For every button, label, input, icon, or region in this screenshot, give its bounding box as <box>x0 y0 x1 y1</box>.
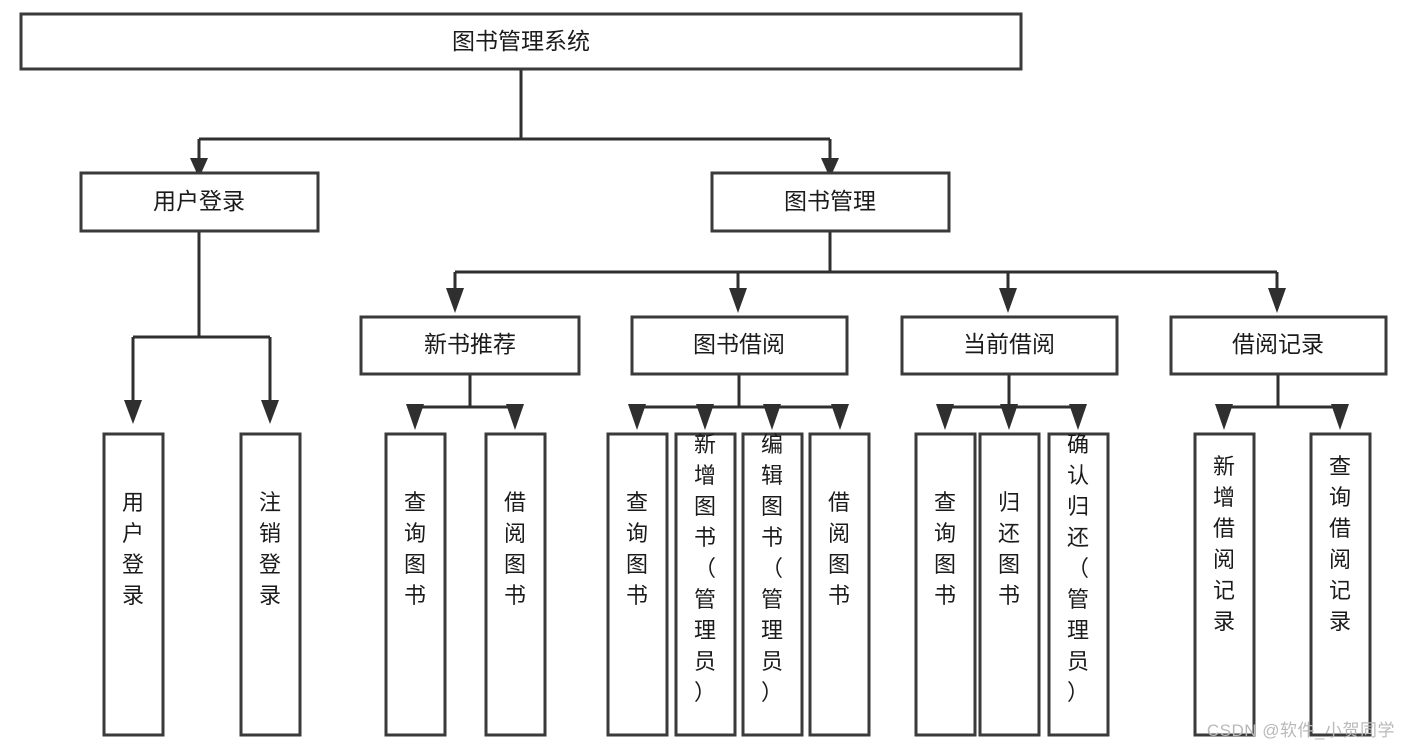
node-user-login-box[interactable] <box>79 171 320 233</box>
leaf-user-login-box[interactable] <box>102 432 165 737</box>
arrowhead-to-current-borrow <box>999 288 1017 313</box>
arrowhead-to-add-record <box>1215 404 1233 430</box>
arrowhead-to-borrow-book-1 <box>506 404 524 430</box>
connector-borrowrecord-bus <box>1222 374 1342 418</box>
leaf-query-book-3-box[interactable] <box>914 432 977 737</box>
leaf-return-book-box[interactable] <box>978 432 1041 737</box>
arrowhead-to-new-book-rec <box>446 288 464 313</box>
arrowhead-to-book-borrow <box>729 288 747 313</box>
leaf-node[interactable]: 归还图书 <box>978 432 1041 737</box>
leaf-node[interactable]: 编辑图书（管理员） <box>741 432 804 737</box>
leaf-borrow-book-2-box[interactable] <box>808 432 871 737</box>
arrowhead-to-borrow-record <box>1268 288 1286 313</box>
node-current-borrow[interactable]: 当前借阅 <box>900 315 1119 376</box>
leaf-confirm-return-label: 确认归还（管理员） <box>1067 432 1089 705</box>
leaf-node[interactable]: 借阅图书 <box>808 432 871 737</box>
node-book-borrow-label: 图书借阅 <box>693 331 785 357</box>
node-new-book-rec-box[interactable] <box>359 315 581 376</box>
leaf-edit-book-label: 编辑图书（管理员） <box>761 432 783 705</box>
leaf-node[interactable]: 查询图书 <box>914 432 977 737</box>
leaf-node[interactable]: 查询图书 <box>384 432 447 737</box>
connector-userlogin-bus <box>131 231 272 405</box>
leaf-node[interactable]: 新增图书（管理员） <box>674 432 737 737</box>
leaf-borrow-book-1-label: 借阅图书 <box>504 490 526 608</box>
leaf-query-book-1-box[interactable] <box>384 432 447 737</box>
connector-bookmanage-bus <box>453 231 1279 292</box>
arrowhead-to-confirm-return <box>1069 404 1087 430</box>
connector-root-bus <box>197 69 832 163</box>
arrowhead-to-user-login <box>190 158 208 178</box>
node-new-book-rec[interactable]: 新书推荐 <box>359 315 581 376</box>
node-borrow-record-box[interactable] <box>1169 315 1388 376</box>
leaf-node[interactable]: 确认归还（管理员） <box>1047 432 1110 737</box>
leaf-borrow-book-2-label: 借阅图书 <box>828 490 850 608</box>
leaf-node[interactable]: 新增借阅记录 <box>1193 432 1256 737</box>
connector-layer <box>124 69 1349 430</box>
leaf-add-record-label: 新增借阅记录 <box>1213 454 1235 634</box>
leaf-query-book-2-label: 查询图书 <box>626 490 648 608</box>
leaf-logout-label: 注销登录 <box>259 490 281 608</box>
arrowhead-to-return-book <box>1000 404 1018 430</box>
leaf-query-book-2-box[interactable] <box>606 432 669 737</box>
leaf-add-book-label: 新增图书（管理员） <box>694 432 716 705</box>
leaf-node[interactable]: 注销登录 <box>239 432 302 737</box>
node-root-label: 图书管理系统 <box>452 28 590 54</box>
leaf-node[interactable]: 借阅图书 <box>484 432 547 737</box>
node-book-borrow[interactable]: 图书借阅 <box>630 315 849 376</box>
leaf-node[interactable]: 查询图书 <box>606 432 669 737</box>
leaf-node[interactable]: 查询借阅记录 <box>1309 432 1372 737</box>
arrowhead-to-edit-book <box>763 404 781 430</box>
node-root[interactable]: 图书管理系统 <box>19 12 1023 71</box>
arrowhead-to-query-book-3 <box>936 404 954 430</box>
arrowhead-to-query-record <box>1331 404 1349 430</box>
arrowhead-to-borrow-book-2 <box>831 404 849 430</box>
connector-newbook-bus <box>413 374 517 418</box>
leaf-user-login-label: 用户登录 <box>122 490 144 608</box>
node-current-borrow-box[interactable] <box>900 315 1119 376</box>
connector-bookborrow-bus <box>635 374 842 418</box>
arrowhead-to-query-book-2 <box>628 404 646 430</box>
node-borrow-record-label: 借阅记录 <box>1232 331 1324 357</box>
leaf-borrow-book-1-box[interactable] <box>484 432 547 737</box>
leaf-logout-box[interactable] <box>239 432 302 737</box>
node-user-login-label: 用户登录 <box>153 188 245 214</box>
arrowhead-to-leaf-user-login <box>124 400 142 424</box>
node-root-box[interactable] <box>19 12 1023 71</box>
arrowhead-to-add-book <box>696 404 714 430</box>
leaf-node[interactable]: 用户登录 <box>102 432 165 737</box>
leaf-edit-book-box[interactable] <box>741 432 804 737</box>
leaf-add-book-box[interactable] <box>674 432 737 737</box>
node-book-manage-label: 图书管理 <box>784 188 876 214</box>
arrowhead-to-book-manage <box>821 158 839 178</box>
arrowhead-to-query-book-1 <box>406 404 424 430</box>
leaf-query-book-3-label: 查询图书 <box>934 490 956 608</box>
arrowhead-to-leaf-logout <box>261 400 279 424</box>
leaf-query-record-label: 查询借阅记录 <box>1329 454 1351 634</box>
node-book-manage[interactable]: 图书管理 <box>710 171 951 233</box>
leaf-query-book-1-label: 查询图书 <box>404 490 426 608</box>
leaf-return-book-label: 归还图书 <box>998 490 1020 608</box>
node-book-manage-box[interactable] <box>710 171 951 233</box>
leaf-confirm-return-box[interactable] <box>1047 432 1110 737</box>
node-borrow-record[interactable]: 借阅记录 <box>1169 315 1388 376</box>
leaf-add-record-box[interactable] <box>1193 432 1256 737</box>
node-current-borrow-label: 当前借阅 <box>963 331 1055 357</box>
node-new-book-rec-label: 新书推荐 <box>424 331 516 357</box>
leaf-query-record-box[interactable] <box>1309 432 1372 737</box>
node-user-login[interactable]: 用户登录 <box>79 171 320 233</box>
node-book-borrow-box[interactable] <box>630 315 849 376</box>
